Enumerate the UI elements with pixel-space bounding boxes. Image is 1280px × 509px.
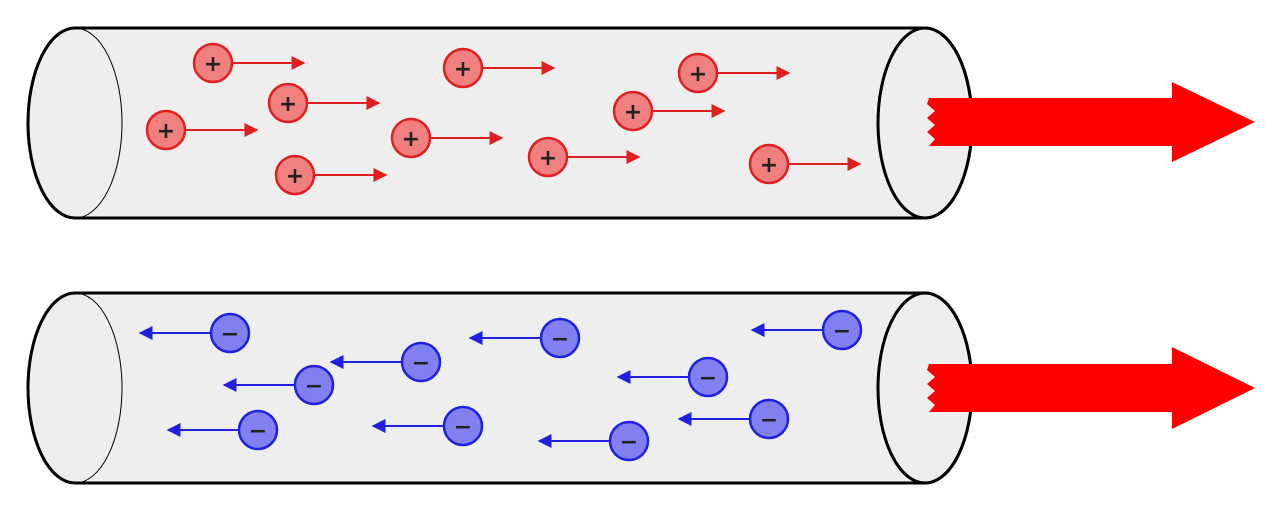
positive-charge: + [527,136,641,178]
charge-circle [527,136,569,178]
positive-charge: + [145,109,259,151]
negative-charge: − [677,398,790,440]
plus-sign-icon: + [286,164,304,189]
plus-sign-icon: + [204,52,222,77]
negative-charge: − [222,364,335,406]
plus-sign-icon: + [689,62,707,87]
charge-circle [677,52,719,94]
minus-sign-icon: − [412,351,430,376]
negative-charge: − [468,317,581,359]
plus-sign-icon: + [279,92,297,117]
positive-charge: + [192,42,306,84]
minus-sign-icon: − [760,408,778,433]
negative-charge: − [138,312,251,354]
minus-sign-icon: − [699,366,717,391]
negative-carrier-wire: − − − − − − − − − − [26,291,1255,485]
charge-circle [748,143,790,185]
plus-sign-icon: + [454,57,472,82]
negative-charge: − [329,341,442,383]
charge-circle [608,420,650,462]
charge-circle [400,341,442,383]
plus-sign-icon: + [157,119,175,144]
charge-circle [274,154,316,196]
negative-charge: − [537,420,650,462]
positive-charge: + [274,154,388,196]
charge-circle [192,42,234,84]
plus-sign-icon: + [539,146,557,171]
minus-sign-icon: − [551,327,569,352]
charge-circle [539,317,581,359]
minus-sign-icon: − [833,319,851,344]
negative-charge: − [750,309,863,351]
current-arrow [927,347,1255,429]
positive-charge: + [677,52,791,94]
wire-left-face [74,292,123,484]
positive-charges: + + + + + + + + + + [145,42,862,196]
charge-circle [145,109,187,151]
negative-charge: − [371,405,484,447]
charge-circle [821,309,863,351]
positive-charge: + [390,117,504,159]
charge-circle [390,117,432,159]
charge-circle [442,405,484,447]
minus-sign-icon: − [454,415,472,440]
plus-sign-icon: + [624,100,642,125]
plus-sign-icon: + [402,127,420,152]
positive-charge: + [748,143,862,185]
positive-carrier-wire: + + + + + + + + + + [26,26,1255,220]
positive-charge: + [267,82,381,124]
charge-circle [237,409,279,451]
charge-circle [293,364,335,406]
charge-circle [748,398,790,440]
minus-sign-icon: − [620,430,638,455]
charge-circle [209,312,251,354]
charge-circle [687,356,729,398]
negative-charge: − [616,356,729,398]
positive-charge: + [442,47,556,89]
minus-sign-icon: − [221,322,239,347]
charge-circle [442,47,484,89]
negative-charges: − − − − − − − − − − [138,309,863,462]
current-arrow [927,82,1255,162]
negative-charge: − [166,409,279,451]
wire-left-face [74,27,123,219]
positive-charge: + [612,90,726,132]
charge-circle [612,90,654,132]
charge-circle [267,82,309,124]
minus-sign-icon: − [305,374,323,399]
plus-sign-icon: + [760,153,778,178]
minus-sign-icon: − [249,419,267,444]
